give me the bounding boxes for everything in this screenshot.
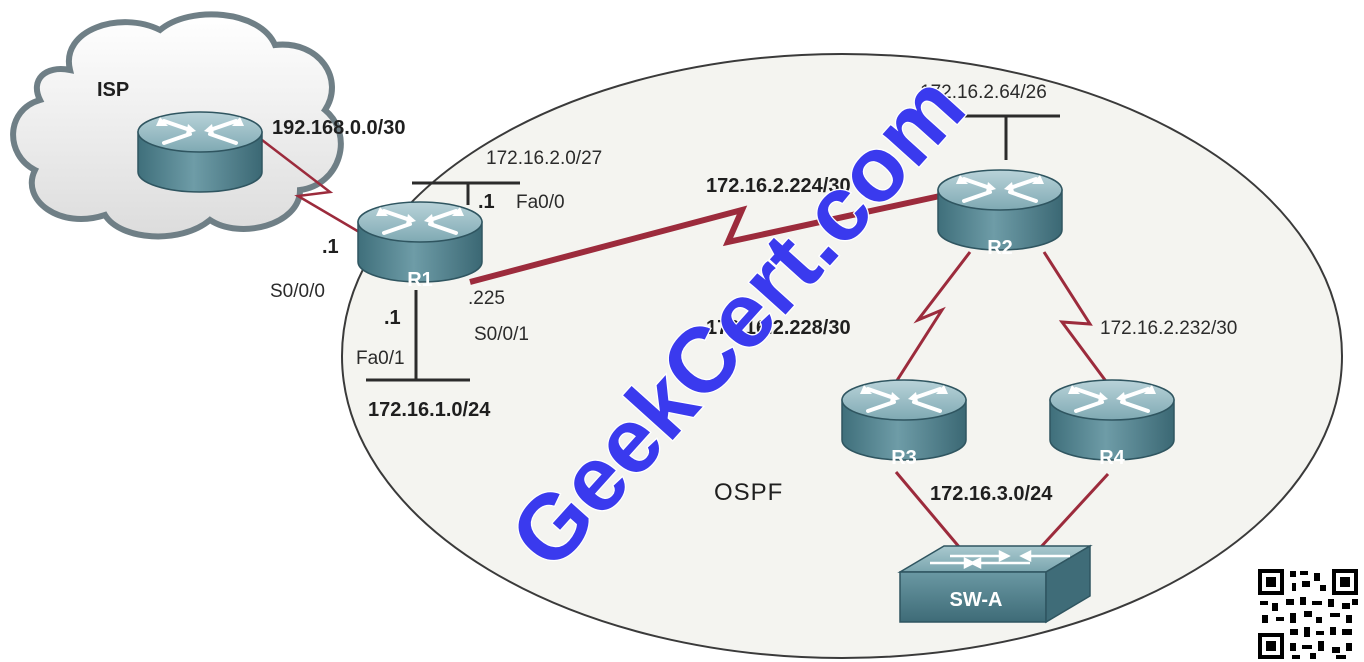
link-r4-switch: [1038, 472, 1110, 550]
r1-s001-name-label: S0/0/1: [474, 324, 529, 345]
sw-a-label: SW-A: [950, 589, 1003, 611]
network-r2-lan-label: 172.16.2.64/26: [920, 82, 1047, 103]
network-r3-r4-lan-label: 172.16.3.0/24: [930, 483, 1053, 505]
network-r1-fa00-label: 172.16.2.0/27: [486, 148, 602, 169]
r1-fa01-ip-label: .1: [384, 307, 401, 329]
network-isp-r1-label: 192.168.0.0/30: [272, 117, 405, 139]
link-isp-r1: [261, 139, 367, 238]
link-r2-r4: [1042, 251, 1110, 385]
link-r2-r3: [894, 251, 972, 383]
r1-fa00-ip-label: .1: [478, 191, 495, 213]
network-r2-r3-label: 172.16.2.228/30: [706, 317, 851, 339]
r4-label: R4: [1099, 447, 1125, 469]
network-r1-r2-label: 172.16.2.224/30: [706, 175, 851, 197]
r3-label: R3: [891, 447, 917, 469]
network-r2-r4-label: 172.16.2.232/30: [1100, 318, 1237, 339]
lan-segment-r1-fa00: [412, 181, 520, 205]
lan-segment-r2: [952, 114, 1060, 160]
ospf-area-label: OSPF: [714, 479, 783, 506]
r1-s001-ip-label: .225: [468, 288, 505, 309]
r1-s000-ip-label: .1: [322, 236, 339, 258]
qr-code-icon: [1256, 567, 1360, 661]
network-r1-fa01-label: 172.16.1.0/24: [368, 399, 491, 421]
r1-fa01-name-label: Fa0/1: [356, 348, 405, 369]
r2-label: R2: [987, 237, 1013, 259]
isp-label: ISP: [97, 79, 129, 101]
link-r1-r2: [469, 193, 941, 285]
r1-label: R1: [407, 269, 433, 291]
r1-s000-name-label: S0/0/0: [270, 281, 325, 302]
link-r3-switch: [894, 471, 962, 549]
lan-segment-r1-fa01: [366, 290, 470, 382]
sw-a-switch-icon: [897, 544, 1093, 624]
r1-fa00-name-label: Fa0/0: [516, 192, 565, 213]
isp-router-icon: [136, 110, 264, 194]
ospf-area-boundary: [341, 53, 1343, 659]
